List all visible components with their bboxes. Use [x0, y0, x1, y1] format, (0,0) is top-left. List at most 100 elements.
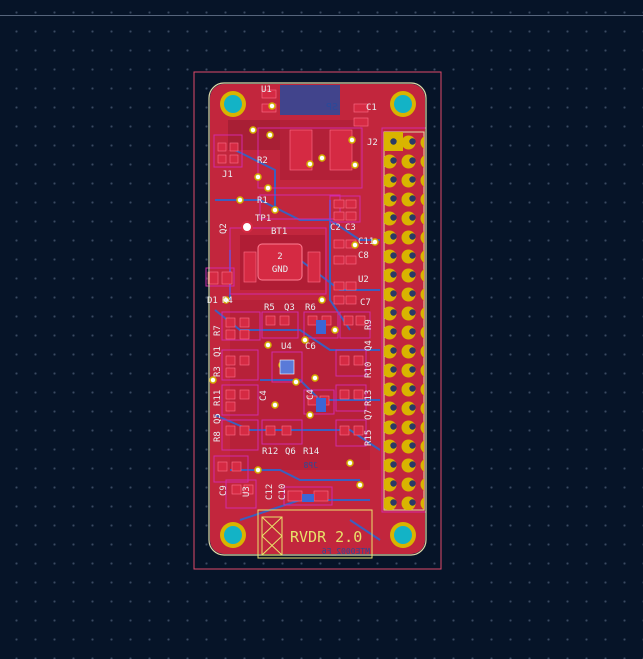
- header-pin-hole[interactable]: [409, 176, 416, 183]
- header-pin-hole[interactable]: [390, 195, 397, 202]
- label-r3: R3: [213, 366, 223, 377]
- silk-jp: JP8: [303, 461, 318, 470]
- label-q4: Q4: [364, 340, 374, 351]
- header-j2[interactable]: [383, 131, 425, 511]
- label-c3: C3: [345, 223, 356, 233]
- header-pin-hole[interactable]: [390, 499, 397, 506]
- header-pin-hole[interactable]: [409, 499, 416, 506]
- label-u2: U2: [358, 275, 369, 285]
- label-r8: R8: [213, 431, 223, 442]
- header-pin-hole[interactable]: [390, 480, 397, 487]
- header-pin-hole[interactable]: [390, 252, 397, 259]
- label-c4: C4: [306, 389, 316, 400]
- header-pin-hole[interactable]: [409, 271, 416, 278]
- header-pin-hole[interactable]: [390, 271, 397, 278]
- label-q3: Q3: [284, 303, 295, 313]
- label-q2: Q2: [219, 223, 229, 234]
- header-pin-hole[interactable]: [390, 138, 397, 145]
- label-c10: C10: [278, 484, 288, 500]
- header-pin-hole[interactable]: [409, 290, 416, 297]
- header-pin-hole[interactable]: [409, 309, 416, 316]
- label-c2: C2: [330, 223, 341, 233]
- header-pin-hole[interactable]: [390, 328, 397, 335]
- header-pin-hole[interactable]: [390, 176, 397, 183]
- label-j2: J2: [367, 138, 378, 148]
- header-pin-hole[interactable]: [409, 423, 416, 430]
- header-pin-hole[interactable]: [409, 138, 416, 145]
- header-pin-hole[interactable]: [390, 385, 397, 392]
- header-pin-hole[interactable]: [409, 195, 416, 202]
- ruler-line: [0, 15, 643, 16]
- label-r1: R1: [257, 196, 268, 206]
- header-pin-hole[interactable]: [390, 404, 397, 411]
- label-c7: C7: [360, 298, 371, 308]
- header-pin-hole[interactable]: [409, 347, 416, 354]
- label-u1: U1: [261, 85, 272, 95]
- label-r9: R9: [364, 319, 374, 330]
- label-q5: Q5: [213, 413, 223, 424]
- label-c9: C9: [219, 485, 229, 496]
- header-pin-hole[interactable]: [409, 404, 416, 411]
- label-r6: R6: [305, 303, 316, 313]
- label-c6: C6: [305, 342, 316, 352]
- board-courtyard: [193, 71, 442, 570]
- testpoint-pad[interactable]: [241, 221, 253, 233]
- logo-block: RVDR 2.0 MTE0002_F6: [257, 509, 373, 559]
- battery-pad[interactable]: 2 GND: [257, 243, 303, 281]
- label-bt1: BT1: [271, 227, 287, 237]
- header-pin-hole[interactable]: [409, 366, 416, 373]
- header-pin-hole[interactable]: [390, 461, 397, 468]
- header-pin-hole[interactable]: [390, 214, 397, 221]
- header-pin-hole[interactable]: [409, 461, 416, 468]
- board-edge: [208, 82, 427, 556]
- label-r7: R7: [213, 325, 223, 336]
- label-tp1: TP1: [255, 214, 271, 224]
- label-q1: Q1: [213, 346, 223, 357]
- header-pin-hole[interactable]: [390, 347, 397, 354]
- header-pin-hole[interactable]: [409, 157, 416, 164]
- battery-pin-number: 2: [277, 252, 282, 262]
- smd-pads: [207, 89, 369, 502]
- label-r5: R5: [264, 303, 275, 313]
- label-r12: R12: [262, 447, 278, 457]
- label-j1: J1: [222, 170, 233, 180]
- header-pin-hole[interactable]: [390, 366, 397, 373]
- label-r14: R14: [303, 447, 319, 457]
- header-pin-hole[interactable]: [409, 328, 416, 335]
- header-pin-hole[interactable]: [390, 157, 397, 164]
- label-q7: Q7: [364, 409, 374, 420]
- label-d1: D1: [207, 296, 218, 306]
- label-c12: C12: [265, 484, 275, 500]
- mounting-holes: [220, 91, 416, 548]
- label-c8: C8: [358, 251, 369, 261]
- label-r15: R15: [364, 430, 374, 446]
- label-c11: C11: [358, 237, 374, 247]
- header-pin-hole[interactable]: [390, 423, 397, 430]
- label-u4: U4: [281, 342, 292, 352]
- header-pin-hole[interactable]: [409, 385, 416, 392]
- board-mirrored-text: MTE0002_F6: [322, 547, 370, 556]
- silk-sp: SP: [326, 102, 338, 113]
- board-title: RVDR 2.0: [290, 528, 362, 546]
- label-r11: R11: [213, 390, 223, 406]
- header-pin-hole[interactable]: [409, 480, 416, 487]
- header-pin-hole[interactable]: [409, 442, 416, 449]
- header-pin-hole[interactable]: [390, 442, 397, 449]
- battery-gnd-label: GND: [272, 265, 288, 275]
- header-pin-hole[interactable]: [390, 309, 397, 316]
- header-pin-hole[interactable]: [409, 252, 416, 259]
- header-pin-hole[interactable]: [409, 233, 416, 240]
- vias: [209, 102, 379, 489]
- label-c1: C1: [366, 103, 377, 113]
- u4-chip[interactable]: [279, 359, 295, 375]
- label-r10: R10: [364, 362, 374, 378]
- label-r13: R13: [364, 390, 374, 406]
- label-r2: R2: [257, 156, 268, 166]
- header-pin-hole[interactable]: [390, 233, 397, 240]
- back-pads: [302, 320, 326, 502]
- label-u3: U3: [242, 486, 252, 497]
- header-pin-hole[interactable]: [390, 290, 397, 297]
- header-pin-hole[interactable]: [409, 214, 416, 221]
- label-q6: Q6: [285, 447, 296, 457]
